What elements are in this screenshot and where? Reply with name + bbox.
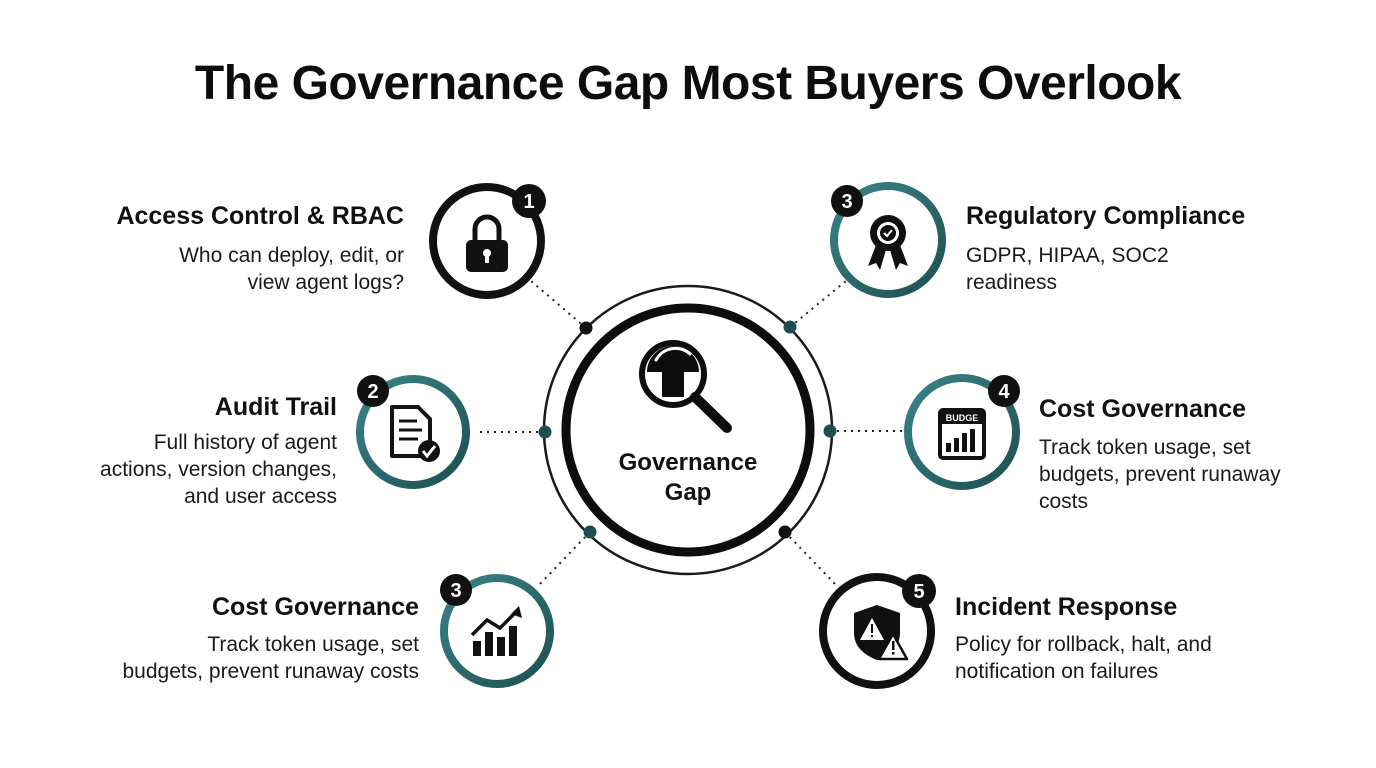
- item-4-desc-line2: readiness: [966, 271, 1058, 294]
- item-2-desc-line2: actions, version changes,: [100, 458, 337, 481]
- padlock-icon: [466, 214, 508, 272]
- number-badge-5-label: 4: [998, 381, 1010, 403]
- budget-chart-icon: BUDGE: [938, 408, 986, 460]
- item-6-desc-line1: Policy for rollback, halt, and: [955, 633, 1212, 656]
- item-2-desc-line1: Full history of agent: [153, 431, 337, 454]
- number-badge-4: [831, 185, 863, 217]
- growth-chart-icon: [470, 606, 522, 656]
- item-node-1: 1: [429, 183, 546, 299]
- number-badge-6: [902, 574, 936, 608]
- connector-1: [530, 280, 587, 329]
- connector-6: [784, 531, 837, 586]
- item-node-4: 3: [830, 182, 946, 298]
- hub-dot-1: [579, 321, 593, 335]
- center-label-line1: Governance: [618, 449, 758, 476]
- hub-dot-2: [538, 425, 552, 439]
- item-6-desc-line2: notification on failures: [955, 660, 1159, 683]
- center-hub: [542, 284, 834, 576]
- number-badge-3: [440, 574, 472, 606]
- item-3-desc-line2: budgets, prevent runaway costs: [122, 660, 419, 683]
- hub-dot-3: [583, 525, 597, 539]
- item-6-title: Incident Response: [955, 593, 1178, 621]
- center-label-line2: Gap: [664, 479, 712, 506]
- magnifier-icon: [639, 340, 732, 433]
- item-1-desc: Who can deploy, edit, or view agent logs…: [84, 242, 404, 296]
- item-3-desc-line1: Track token usage, set: [207, 633, 419, 656]
- item-2-desc-line3: and user access: [184, 485, 337, 508]
- hub-dot-6: [778, 525, 792, 539]
- item-2-desc: Full history of agent actions, version c…: [37, 429, 337, 510]
- number-badge-2: [357, 375, 389, 407]
- item-6-desc: Policy for rollback, halt, and notificat…: [955, 631, 1335, 685]
- item-2-title: Audit Trail: [214, 393, 337, 421]
- number-badge-6-label: 5: [913, 581, 924, 603]
- item-5-desc: Track token usage, set budgets, prevent …: [1039, 434, 1339, 515]
- number-badge-5: [988, 375, 1020, 407]
- item-1-title: Access Control & RBAC: [116, 202, 404, 230]
- item-1-desc-line1: Who can deploy, edit, or: [179, 244, 404, 267]
- page-title: The Governance Gap Most Buyers Overlook: [194, 57, 1182, 110]
- center-label: Governance Gap: [588, 448, 788, 508]
- item-4-title: Regulatory Compliance: [966, 202, 1246, 230]
- item-3-title: Cost Governance: [211, 593, 419, 621]
- item-node-5: BUDGE 4: [904, 374, 1020, 490]
- connector-lines: [475, 280, 904, 586]
- center-inner-ring: [561, 303, 815, 557]
- number-badge-2-label: 2: [367, 381, 378, 403]
- hub-dot-5: [823, 424, 837, 438]
- budget-icon-label: BUDGE: [946, 413, 979, 423]
- hub-dots: [538, 320, 837, 539]
- number-badge-3-label: 3: [450, 580, 461, 602]
- award-ribbon-icon: [868, 215, 908, 270]
- connector-3: [538, 531, 591, 586]
- item-1-desc-line2: view agent logs?: [247, 271, 404, 294]
- number-badge-4-label: 3: [841, 191, 852, 213]
- hub-dot-4: [783, 320, 797, 334]
- item-5-desc-line3: costs: [1039, 490, 1089, 513]
- item-4-desc-line1: GDPR, HIPAA, SOC2: [966, 244, 1169, 267]
- number-badge-1-label: 1: [523, 191, 534, 213]
- item-5-title: Cost Governance: [1039, 395, 1247, 423]
- item-node-6: 5: [819, 573, 936, 689]
- document-check-icon: [390, 405, 440, 462]
- item-node-2: 2: [356, 375, 470, 489]
- item-4-desc: GDPR, HIPAA, SOC2 readiness: [966, 242, 1266, 296]
- item-5-desc-line1: Track token usage, set: [1039, 436, 1251, 459]
- number-badge-1: [512, 184, 546, 218]
- shield-warning-icon: [854, 605, 909, 661]
- item-node-3: 3: [440, 574, 554, 688]
- connector-4: [789, 280, 847, 328]
- item-5-desc-line2: budgets, prevent runaway: [1039, 463, 1281, 486]
- item-3-desc: Track token usage, set budgets, prevent …: [59, 631, 419, 685]
